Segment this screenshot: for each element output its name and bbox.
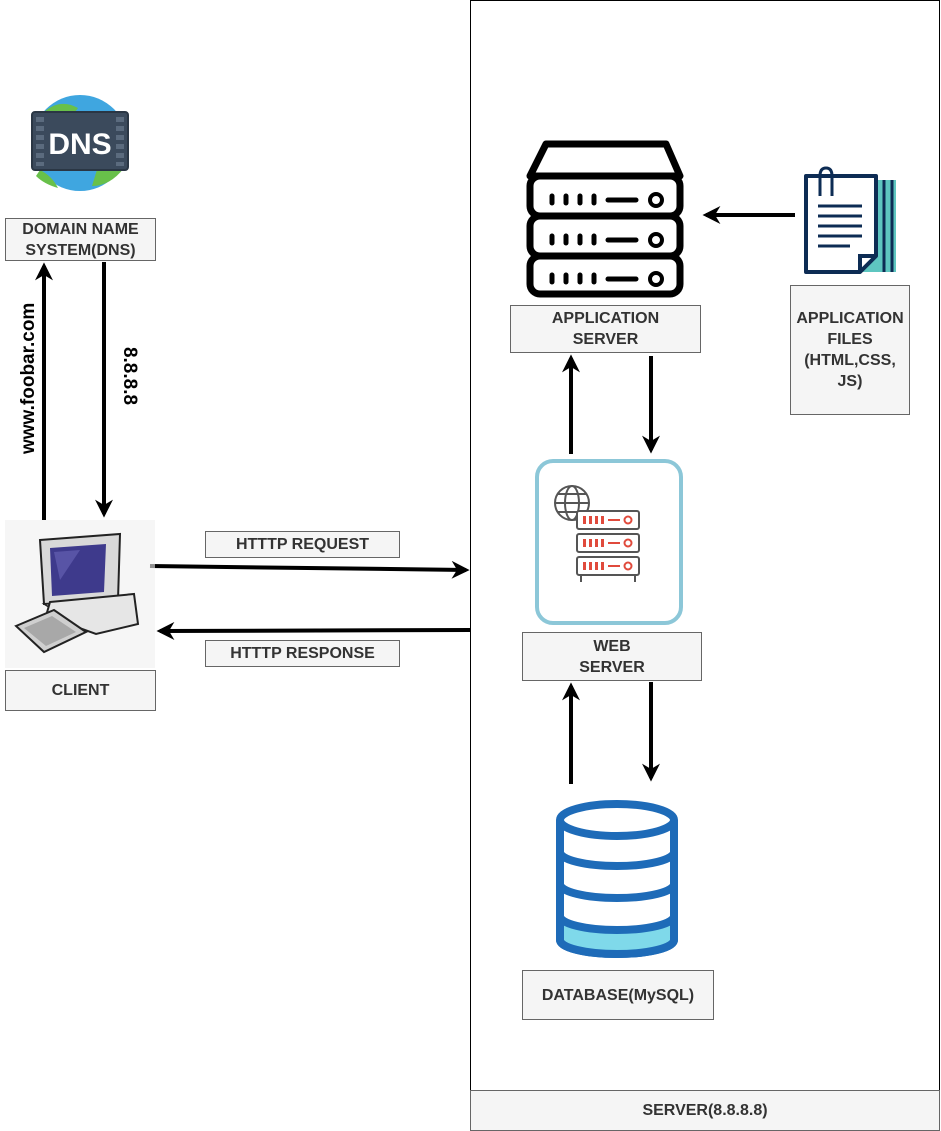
web-server-label: WEB SERVER: [522, 632, 702, 681]
dns-query-label: www.foobar.com: [18, 302, 39, 454]
web-server-icon: [535, 459, 683, 625]
dns-icon-text: DNS: [48, 128, 111, 161]
client-label: CLIENT: [5, 670, 156, 711]
arrow-http-request: [149, 560, 470, 579]
application-server-icon: [526, 140, 684, 298]
database-label: DATABASE(MySQL): [522, 970, 714, 1020]
http-request-label: HTTTP REQUEST: [205, 531, 400, 558]
http-response-label: HTTTP RESPONSE: [205, 640, 400, 667]
dns-icon: DNS: [31, 95, 129, 191]
application-server-label: APPLICATION SERVER: [510, 305, 701, 353]
application-files-icon: [804, 166, 896, 274]
client-computer-icon: [5, 520, 155, 668]
application-files-label: APPLICATION FILES (HTML,CSS, JS): [790, 285, 910, 415]
dns-label: DOMAIN NAME SYSTEM(DNS): [5, 218, 156, 261]
arrow-http-response: [156, 621, 471, 640]
dns-answer-label: 8.8.8.8: [119, 346, 140, 406]
server-label: SERVER(8.8.8.8): [470, 1090, 940, 1131]
database-icon: [556, 800, 678, 958]
